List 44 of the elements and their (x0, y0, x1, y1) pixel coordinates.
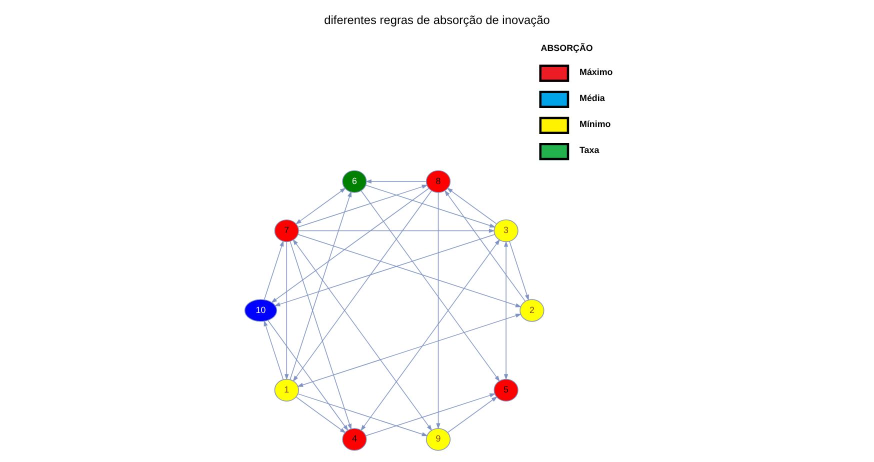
arrow (274, 234, 495, 306)
legend-label: Média (580, 92, 605, 103)
arrow (298, 184, 428, 228)
node-circle: 5 (494, 378, 518, 402)
arrow (296, 396, 346, 434)
node-circle: 4 (342, 428, 367, 451)
arrow (290, 241, 352, 430)
diagram-title: diferentes regras de absorção de inovação (324, 13, 550, 28)
arrow (264, 320, 284, 380)
arrow (448, 396, 498, 433)
arrow (290, 191, 352, 380)
arrow (268, 320, 348, 431)
node-circle: 6 (342, 170, 367, 193)
node-circle: 3 (494, 219, 518, 242)
arrow (436, 192, 440, 430)
node-circle: 2 (520, 299, 544, 322)
legend-label: Mínimo (580, 119, 611, 130)
node-circle: 8 (426, 170, 451, 193)
arrow (360, 239, 500, 431)
arrow (295, 188, 346, 224)
arrow (297, 314, 522, 387)
arrow (446, 188, 497, 224)
legend-label: Máximo (580, 66, 613, 77)
arrow (298, 234, 522, 308)
arrow (509, 241, 529, 301)
label: ABSORÇÃO (540, 43, 593, 54)
arrow (298, 394, 428, 436)
node-circle: 9 (426, 428, 451, 451)
arrow (284, 242, 289, 380)
node-circle: 7 (274, 219, 299, 242)
legend-label: Taxa (580, 145, 600, 156)
node-ellipse: 10 (244, 299, 278, 322)
arrow (292, 190, 432, 382)
arrow (264, 240, 284, 300)
arrow (271, 188, 430, 304)
arrow (366, 393, 496, 436)
arrow (298, 228, 495, 233)
node-circle: 1 (274, 378, 299, 402)
arrow (366, 184, 496, 228)
arrow (365, 179, 426, 184)
arrow (292, 239, 432, 431)
arrow (360, 190, 500, 382)
arrow (504, 240, 508, 380)
arrow (444, 190, 526, 302)
